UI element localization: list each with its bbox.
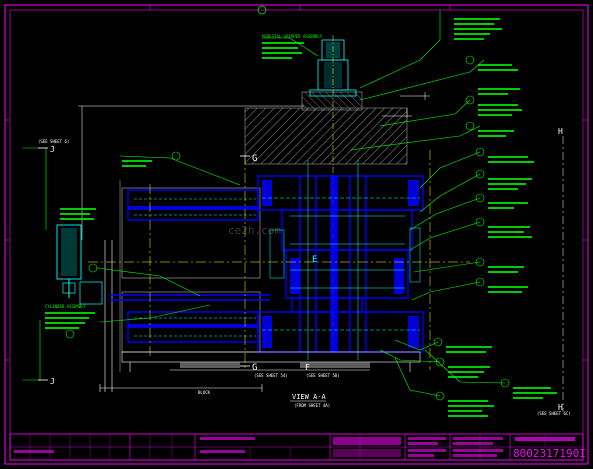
leader-bubbles	[65, 5, 510, 401]
dimension-block-label: BLOCK	[198, 390, 211, 395]
see-sheet-bottom-left: (SEE SHEET 54)	[254, 373, 288, 378]
see-sheet-bottom-mid: (SEE SHEET 5B)	[306, 373, 340, 378]
title-block: 8002317190I	[9, 433, 586, 461]
see-sheet-right: (SEE SHEET 6C)	[537, 411, 571, 416]
watermark: ce2h.com	[228, 224, 281, 237]
section-f-label: F	[305, 363, 310, 372]
view-title: VIEW A-A	[292, 393, 327, 401]
drawing-frame	[4, 4, 589, 465]
section-marker-g-bottom: G	[240, 363, 257, 373]
base-fills	[180, 362, 370, 368]
section-j-label-top: J	[50, 145, 55, 154]
section-j-label-bottom: J	[50, 377, 55, 386]
callout-pedestal-gripper: PEDESTAL GRIPPER ASSEMBLY	[262, 34, 323, 39]
cylinder-assembly	[56, 224, 103, 305]
leader-lines	[22, 10, 506, 397]
section-marker-h-right: H H	[558, 127, 564, 412]
drawing-number: 8002317190I	[513, 447, 586, 460]
section-g-label-bottom: G	[252, 363, 257, 373]
blue-solid-fills	[128, 176, 419, 352]
section-g-label-top: G	[252, 154, 257, 164]
frame-zone-ticks	[5, 5, 588, 361]
section-h-label-top: H	[558, 127, 563, 136]
base-plate	[99, 351, 421, 392]
section-e-label: E	[312, 255, 317, 265]
callout-text-blocks	[45, 18, 557, 417]
view-subtitle: (FROM SHEET 4A)	[294, 403, 330, 408]
cyan-detail-lines	[134, 160, 421, 360]
left-frame-structure	[104, 180, 261, 392]
callout-cylinder: CYLINDER ASSEMBLY	[45, 304, 87, 309]
dimension-lines	[78, 92, 430, 240]
section-marker-j-left: J J	[38, 145, 55, 386]
section-marker-g-top: G	[240, 154, 257, 164]
see-sheet-left: (SEE SHEET 6)	[38, 139, 69, 144]
section-h-label-bottom: H	[558, 403, 563, 412]
center-lines	[88, 150, 470, 370]
upper-hatched-block	[244, 91, 408, 165]
